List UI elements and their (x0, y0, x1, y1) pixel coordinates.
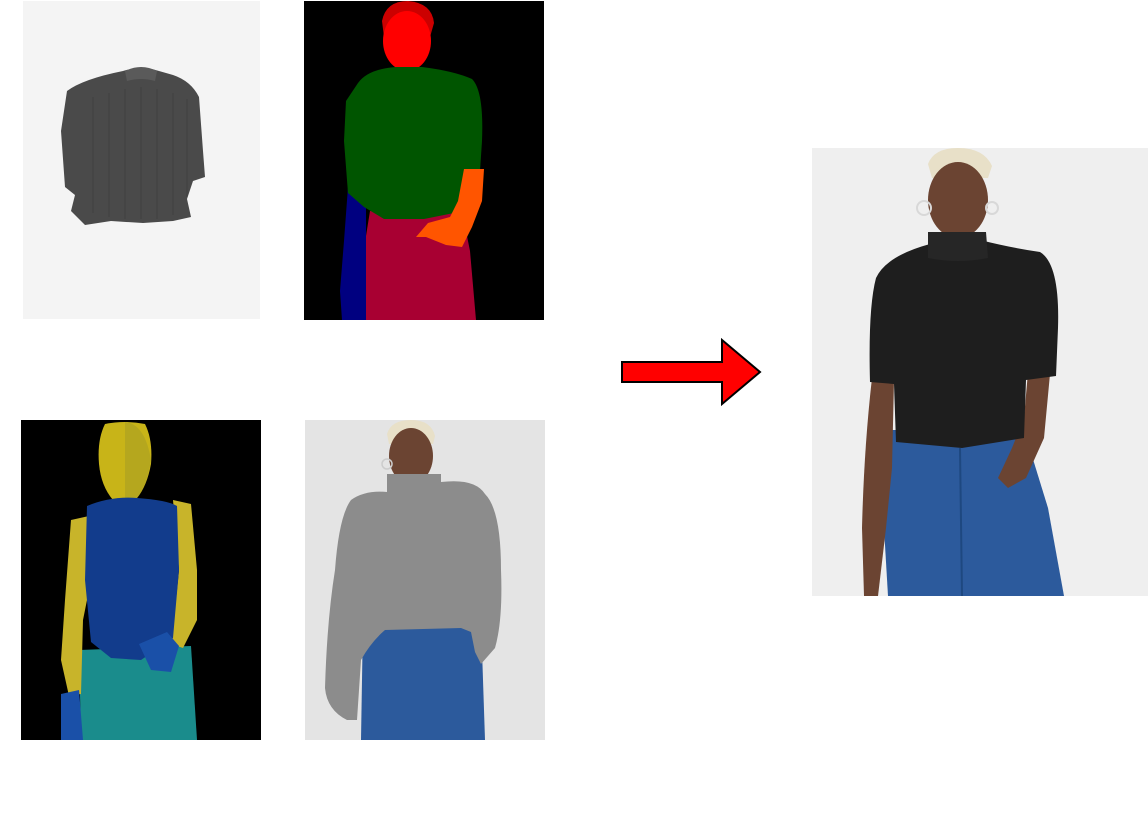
agn-jeans (361, 620, 485, 740)
dense-legs (79, 646, 197, 740)
agn-face (389, 428, 433, 484)
dense-arm-left (61, 516, 91, 696)
agn-mask (325, 474, 502, 720)
arrow-shape (621, 337, 762, 407)
agnostic-person-image (305, 420, 545, 740)
parse-arm-right (416, 169, 484, 247)
garment-image (23, 1, 260, 319)
result-arm-left (862, 378, 894, 596)
garment-collar (125, 67, 157, 81)
result-face (928, 162, 988, 238)
parse-face (383, 11, 431, 71)
garment-shape (61, 68, 205, 225)
dense-torso (85, 497, 179, 660)
result-sweater (869, 240, 1059, 448)
dense-hand-left (61, 690, 83, 740)
result-earring-right (985, 201, 999, 215)
parse-top (344, 67, 483, 219)
dense-head-shade (125, 422, 151, 500)
parse-arm-left (340, 187, 366, 320)
human-parsing-map (304, 1, 544, 320)
agn-earring-left (381, 458, 393, 470)
densepose-map (21, 420, 261, 740)
try-on-result-image (812, 148, 1148, 596)
result-collar (928, 232, 988, 261)
result-earring-left (916, 200, 932, 216)
dense-hand-right (139, 632, 179, 672)
right-arrow-icon (620, 337, 764, 407)
